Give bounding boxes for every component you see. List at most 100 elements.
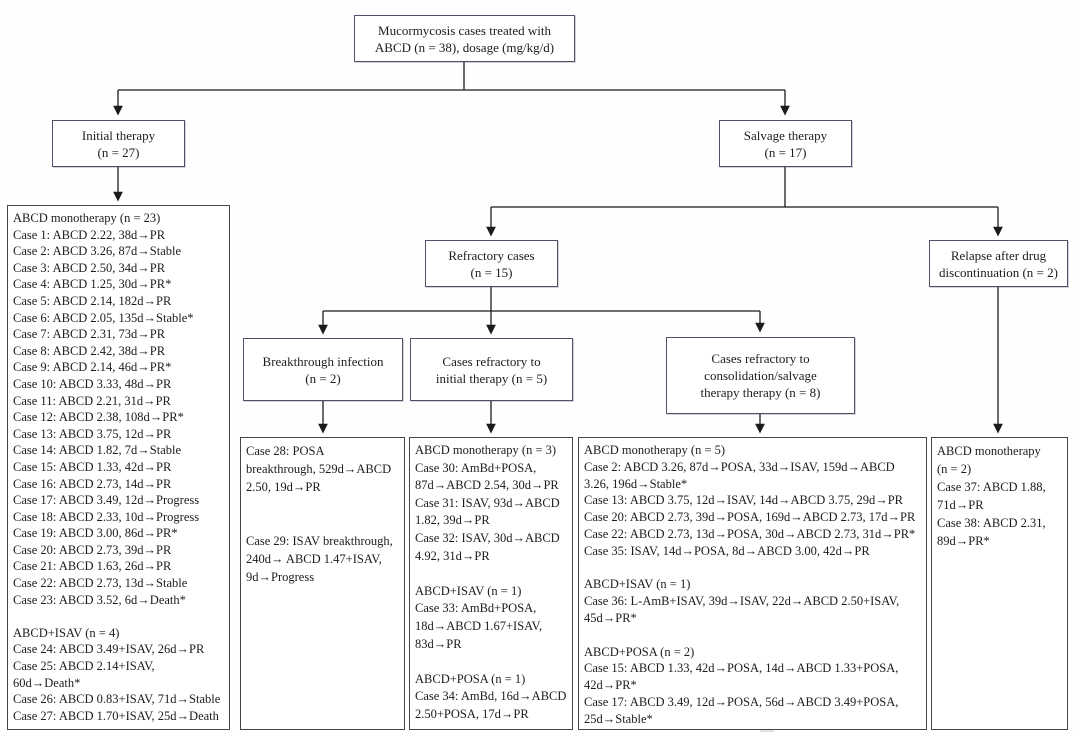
text-line: Mucormycosis cases treated with xyxy=(378,22,551,38)
text-line: Case 26: ABCD 0.83+ISAV, 71d→Stable xyxy=(13,692,221,707)
text-line: ABCD monotherapy (n = 3) xyxy=(415,443,557,457)
text-line: Case 28: POSA xyxy=(246,444,325,458)
text-line: Case 8: ABCD 2.42, 38d→PR xyxy=(13,343,166,358)
text-line: Case 22: ABCD 2.73, 13d→Stable xyxy=(13,576,188,591)
node-refractory-consolidation-salvage: Cases refractory to consolidation/salvage… xyxy=(666,337,855,414)
text-line: ABCD monotherapy (n = 23) xyxy=(13,211,161,225)
text-line: ABCD+ISAV (n = 1) xyxy=(584,577,691,592)
text-line: Case 30: AmBd+POSA, xyxy=(415,460,537,475)
text-line: Case 29: ISAV breakthrough, xyxy=(246,534,393,548)
text-line: Case 13: ABCD 3.75, 12d→PR xyxy=(13,426,172,441)
text-line: Case 5: ABCD 2.14, 182d→PR xyxy=(13,293,172,308)
node-refractory-cases: Refractory cases(n = 15) xyxy=(425,240,558,287)
text-line xyxy=(584,627,923,644)
text-line: 3.26, 196d→Stable* xyxy=(584,476,688,491)
content-relapse-cases: ABCD monotherapy (n = 2) Case 37: ABCD 1.8… xyxy=(931,437,1068,730)
text-line xyxy=(246,496,401,514)
text-line: (n = 17) xyxy=(764,144,807,160)
text-line: Case 16: ABCD 2.73, 14d→PR xyxy=(13,476,172,491)
text-line: (n = 27) xyxy=(97,144,140,160)
text-line: Cases refractory to xyxy=(442,353,541,369)
text-line: breakthrough, 529d→ABCD xyxy=(246,462,392,476)
text-line: ABCD monotherapy (n = 5) xyxy=(584,443,726,457)
text-line: Relapse after drug xyxy=(950,247,1047,263)
text-line: Case 27: ABCD 1.70+ISAV, 25d→Death xyxy=(13,708,219,723)
text-line: Salvage therapy xyxy=(743,127,828,143)
text-line: Case 31: ISAV, 93d→ABCD xyxy=(415,495,560,510)
text-line: 45d→PR* xyxy=(584,610,637,625)
text-line: Case 4: ABCD 1.25, 30d→PR* xyxy=(13,277,172,292)
text-line: 18d→ABCD 1.67+ISAV, xyxy=(415,618,543,633)
content-breakthrough-cases: Case 28: POSA breakthrough, 529d→ABCD 2.50… xyxy=(240,437,405,730)
text-line: Case 3: ABCD 2.50, 34d→PR xyxy=(13,260,166,275)
text-line: Case 21: ABCD 1.63, 26d→PR xyxy=(13,559,172,574)
text-line: Case 2: ABCD 3.26, 87d→Stable xyxy=(13,244,182,259)
text-line: ABCD (n = 38), dosage (mg/kg/d) xyxy=(374,39,555,55)
text-line: 60d→Death* xyxy=(13,675,81,690)
text-line: Case 33: AmBd+POSA, xyxy=(415,601,537,616)
text-line: ABCD+POSA (n = 2) xyxy=(584,644,695,659)
text-line: Case 9: ABCD 2.14, 46d→PR* xyxy=(13,360,172,375)
text-line: Case 2: ABCD 3.26, 87d→POSA, 33d→ISAV, 1… xyxy=(584,459,895,474)
text-line: Case 14: ABCD 1.82, 7d→Stable xyxy=(13,443,182,458)
text-line: Case 17: ABCD 3.49, 12d→Progress xyxy=(13,493,200,508)
text-line: 9d→Progress xyxy=(246,570,315,584)
text-line: Case 15: ABCD 1.33, 42d→POSA, 14d→ABCD 1… xyxy=(584,661,899,676)
node-initial-therapy: Initial therapy(n = 27) xyxy=(52,120,185,167)
text-line: ABCD+ISAV (n = 4) xyxy=(13,625,120,640)
text-line: Case 13: ABCD 3.75, 12d→ISAV, 14d→ABCD 3… xyxy=(584,493,904,508)
text-line: 1.82, 39d→PR xyxy=(415,513,490,528)
text-line: Case 37: ABCD 1.88, xyxy=(937,480,1046,494)
text-line: Case 15: ABCD 1.33, 42d→PR xyxy=(13,459,172,474)
text-line: Cases refractory to xyxy=(711,351,810,366)
content-initial-therapy-cases: ABCD monotherapy (n = 23)Case 1: ABCD 2.… xyxy=(7,205,230,730)
text-line: Case 20: ABCD 2.73, 39d→POSA, 169d→ABCD … xyxy=(584,510,916,525)
text-line: 240d→ ABCD 1.47+ISAV, xyxy=(246,552,382,566)
text-line: Case 12: ABCD 2.38, 108d→PR* xyxy=(13,410,184,425)
text-line: consolidation/salvage xyxy=(704,368,817,383)
text-line xyxy=(584,560,923,577)
text-line: Case 6: ABCD 2.05, 135d→Stable* xyxy=(13,310,194,325)
node-salvage-therapy: Salvage therapy(n = 17) xyxy=(719,120,852,167)
text-line: (n = 15) xyxy=(470,264,513,280)
text-line: (n = 2) xyxy=(937,462,972,476)
text-line: Case 24: ABCD 3.49+ISAV, 26d→PR xyxy=(13,642,205,657)
text-line: Case 35: ISAV, 14d→POSA, 8d→ABCD 3.00, 4… xyxy=(584,543,870,558)
text-line: Case 17: ABCD 3.49, 12d→POSA, 56d→ABCD 3… xyxy=(584,694,899,709)
text-line: Case 10: ABCD 3.33, 48d→PR xyxy=(13,376,172,391)
text-line: 4.92, 31d→PR xyxy=(415,548,490,563)
text-line: discontinuation (n = 2) xyxy=(939,264,1058,280)
text-line: 89d→PR* xyxy=(937,534,990,548)
text-line: ABCD+POSA (n = 1) xyxy=(415,671,526,686)
text-line: Case 23: ABCD 3.52, 6d→Death* xyxy=(13,592,186,607)
text-line xyxy=(415,565,569,583)
text-line: 25d→Stable* xyxy=(584,711,653,726)
text-line: ABCD monotherapy xyxy=(937,444,1041,458)
text-line: 71d→PR xyxy=(937,498,984,512)
text-line: 42d→PR* xyxy=(584,678,637,693)
text-line: Initial therapy xyxy=(81,127,156,143)
text-line xyxy=(246,514,401,532)
text-line: Case 18: ABCD 2.33, 10d→Progress xyxy=(13,509,200,524)
text-line: therapy therapy (n = 8) xyxy=(700,385,821,400)
text-line: 2.50, 19d→PR xyxy=(246,480,321,494)
text-line: (n = 2) xyxy=(305,370,341,386)
text-line: Case 25: ABCD 2.14+ISAV, xyxy=(13,659,155,674)
text-line: 2.50+POSA, 17d→PR xyxy=(415,706,529,721)
node-breakthrough-infection: Breakthrough infection(n = 2) xyxy=(243,338,403,401)
content-refractory-initial-cases: ABCD monotherapy (n = 3) Case 30: AmBd+PO… xyxy=(409,437,573,730)
text-line: Case 22: ABCD 2.73, 13d→POSA, 30d→ABCD 2… xyxy=(584,526,916,541)
text-line: 87d→ABCD 2.54, 30d→PR xyxy=(415,478,559,493)
text-line xyxy=(415,653,569,671)
text-line: Case 38: ABCD 2.31, xyxy=(937,516,1046,530)
text-line: Case 32: ISAV, 30d→ABCD xyxy=(415,530,560,545)
text-line: Case 36: L-AmB+ISAV, 39d→ISAV, 22d→ABCD … xyxy=(584,594,900,609)
text-line: Breakthrough infection xyxy=(262,353,384,369)
content-refractory-consolidation-cases: ABCD monotherapy (n = 5) Case 2: ABCD 3.2… xyxy=(578,437,927,730)
text-line: Case 19: ABCD 3.00, 86d→PR* xyxy=(13,526,178,541)
text-line: Case 20: ABCD 2.73, 39d→PR xyxy=(13,542,172,557)
text-line: 83d→PR xyxy=(415,636,462,651)
